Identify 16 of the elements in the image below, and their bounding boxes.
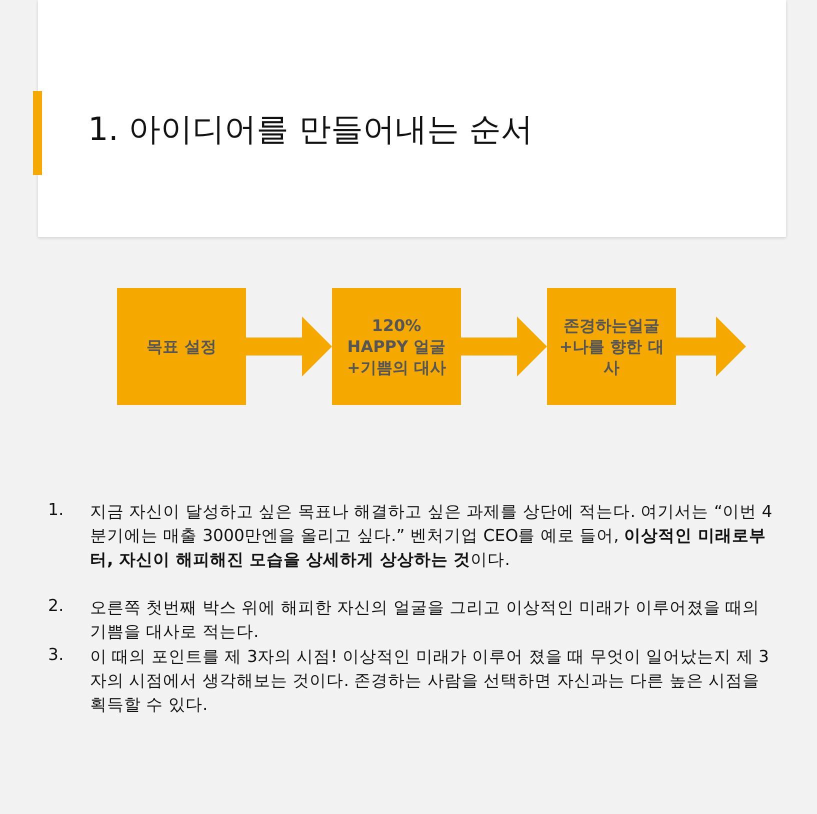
list-number: 2. (48, 596, 64, 615)
list-item-text: 이 때의 포인트를 제 3자의 시점! 이상적인 미래가 이루어 졌을 때 무엇이 일어났는지 제 3자의 시점에서 생각해보는 것이다. 존경하는 사람을 선택하면 자신과는 다른 높은 시점을 획득할 수 있다. (90, 646, 770, 716)
list-item-text: 오른쪽 첫번째 박스 위에 해피한 자신의 얼굴을 그리고 이상적인 미래가 이루어졌을 때의 기쁨을 대사로 적는다. (90, 597, 761, 643)
step-box (547, 288, 676, 405)
step-label: 목표 설정 (146, 336, 218, 357)
list-item-text: 지금 자신이 달성하고 싶은 목표나 해결하고 싶은 과제를 상단에 적는다. 여기서는 “이번 4분기에는 매출 3000만엔을 올리고 싶다.” 벤처기업 CEO를 예로 들어, 이상적인 미래로부터, 자신이 해피해진 모습을 상세하게 상상하는 것이다. (90, 501, 774, 571)
block-arrow (461, 316, 547, 376)
list-number: 3. (48, 645, 64, 664)
list-number: 1. (48, 500, 64, 519)
step-box (332, 288, 461, 405)
step-label: 120% HAPPY 얼굴+기쁨의 대사 (346, 315, 447, 378)
step-box (117, 288, 246, 405)
block-arrow (246, 316, 332, 376)
block-arrow (676, 316, 746, 376)
step-label: 존경하는얼굴+나를 향한 대사 (558, 315, 665, 378)
title: 1. 아이디어를 만들어내는 순서 (88, 109, 534, 150)
